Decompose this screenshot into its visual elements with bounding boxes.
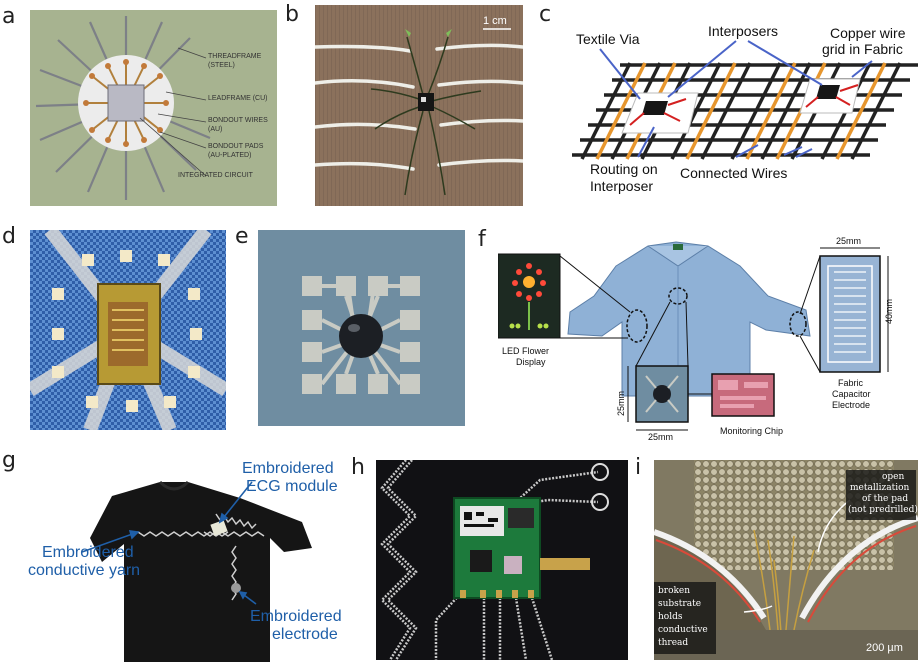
panel-b-fabric-photo: 1 cm [315, 5, 523, 206]
threadframe-illustration [35, 16, 211, 200]
label-open-4: (not predrilled) [848, 505, 918, 515]
label-dim-side: 40mm [884, 298, 894, 324]
label-interposers: Interposers [708, 23, 779, 39]
shirt-illustration [498, 241, 889, 431]
module-photo [380, 460, 609, 660]
copper-grid-illustration [572, 40, 918, 160]
panel-letter-e: e [235, 224, 249, 249]
panel-letter-b: b [285, 2, 299, 27]
panel-e-printed-pads [258, 230, 465, 426]
label-broken-2: substrate [658, 599, 702, 609]
label-chip-dim-side: 25mm [616, 390, 626, 416]
panel-letter-c: c [539, 2, 552, 27]
label-textile-via: Textile Via [576, 31, 640, 47]
label-broken-3: holds [658, 612, 683, 622]
panel-i-cross-section: open metallization of the pad (not predr… [654, 460, 918, 660]
scale-bar-label: 1 cm [483, 15, 507, 27]
label-bondout-pads: BONDOUT PADS (AU-PLATED) [208, 143, 264, 159]
label-ecg-2: ECG module [246, 478, 338, 495]
panel-c-interposer-diagram: Textile Via Interposers Copper wire grid… [560, 5, 918, 203]
scale-label: 200 µm [866, 642, 903, 654]
label-broken-4: conductive [658, 625, 708, 635]
panel-f-smart-shirt: LED Flower Display 25mm 40mm Fabric Capa… [498, 226, 918, 448]
label-electrode-2: electrode [272, 626, 338, 643]
label-broken-5: thread [658, 638, 689, 648]
label-integrated-circuit: INTEGRATED CIRCUIT [178, 172, 253, 179]
panel-letter-d: d [2, 224, 16, 249]
fabric-with-chip [315, 5, 523, 206]
label-led-1: LED Flower [502, 346, 550, 356]
panel-letter-a: a [2, 4, 16, 29]
label-open-3: of the pad [862, 494, 909, 504]
panel-a-threadframe-diagram: THREADFRAME (STEEL) LEADFRAME (CU) BONDO… [30, 10, 277, 206]
label-open-2: metallization [850, 483, 910, 493]
ecg-shirt-illustration [81, 480, 312, 662]
label-connected-wires: Connected Wires [680, 165, 788, 181]
label-broken-1: broken [658, 586, 691, 596]
label-dim-top: 25mm [836, 236, 862, 246]
micrograph-cross-section [654, 460, 918, 660]
panel-d-chip-on-fabric [30, 230, 226, 430]
label-fabric-2: Capacitor [832, 389, 871, 399]
label-copper-grid-1: Copper wire [830, 25, 906, 41]
label-monitoring-chip: Monitoring Chip [720, 426, 784, 436]
label-chip-dim-bottom: 25mm [648, 432, 674, 442]
label-fabric-3: Electrode [832, 400, 871, 410]
label-routing-1: Routing on [590, 161, 658, 177]
bonded-chip-photo [30, 230, 226, 430]
panel-h-embroidered-module [376, 460, 628, 660]
label-copper-grid-2: grid in Fabric [822, 41, 903, 57]
label-routing-2: Interposer [590, 178, 654, 194]
label-fabric-1: Fabric [838, 378, 864, 388]
label-led-2: Display [516, 357, 546, 367]
panel-g-ecg-shirt: Embroidered ECG module Embroidered condu… [20, 452, 350, 662]
label-yarn-2: conductive yarn [28, 562, 141, 579]
label-threadframe: THREADFRAME (STEEL) [208, 53, 262, 69]
label-bondout-wires: BONDOUT WIRES (AU) [208, 117, 268, 133]
label-ecg-1: Embroidered [242, 460, 334, 477]
panel-letter-i: i [635, 455, 642, 480]
panel-letter-h: h [351, 455, 365, 480]
printed-electrode-pattern [258, 230, 465, 426]
label-yarn-1: Embroidered [42, 544, 134, 561]
label-leadframe: LEADFRAME (CU) [208, 95, 268, 102]
panel-letter-f: f [478, 227, 486, 252]
label-open-1: open [882, 472, 905, 482]
panel-letter-g: g [2, 448, 16, 473]
label-electrode-1: Embroidered [250, 608, 342, 625]
